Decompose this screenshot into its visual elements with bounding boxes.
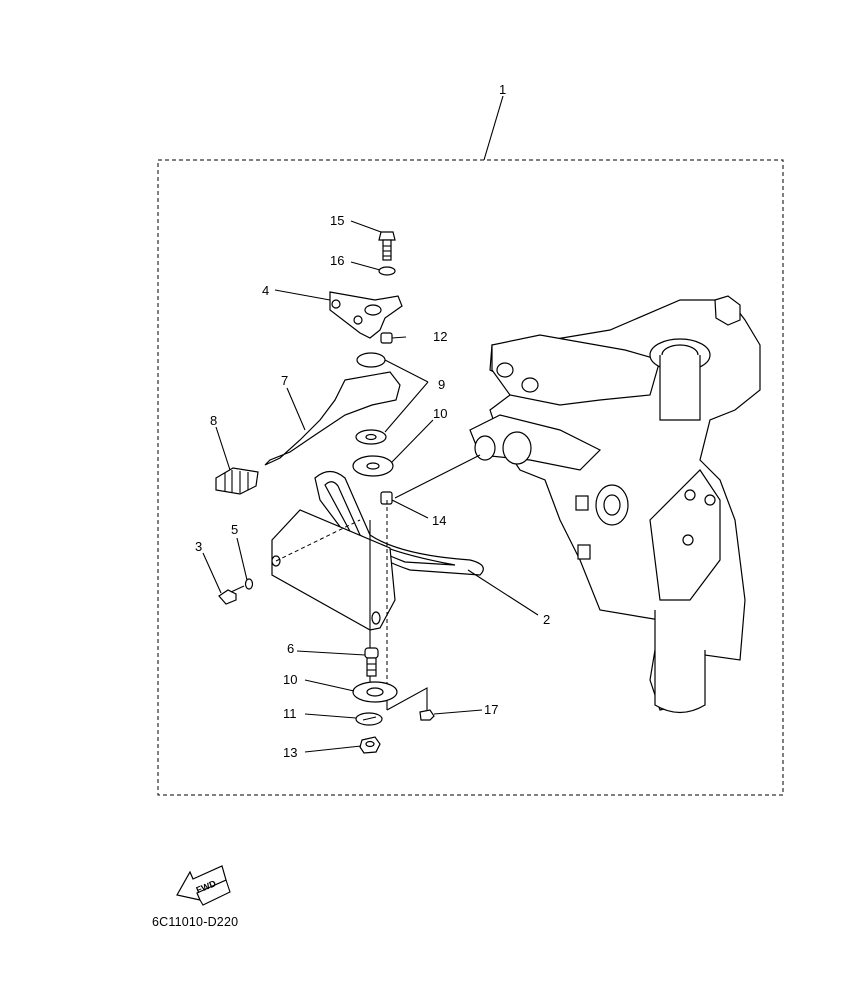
part-5-washer — [244, 578, 254, 590]
callout-16: 16 — [330, 253, 344, 268]
diagram-code: 6C11010-D220 — [152, 915, 239, 929]
part-12-collar — [380, 332, 393, 344]
part-3-screw — [218, 585, 245, 605]
callout-11: 11 — [283, 706, 297, 721]
callout-8: 8 — [210, 413, 217, 428]
part-9-washer-upper — [356, 352, 386, 368]
part-4-bracket — [329, 291, 403, 339]
callout-10-lower: 10 — [283, 672, 297, 687]
callout-6: 6 — [287, 641, 294, 656]
part-8-block — [215, 467, 259, 495]
part-15-bolt — [378, 231, 396, 261]
callout-17: 17 — [484, 702, 498, 717]
part-7-plate — [264, 371, 401, 466]
callout-13: 13 — [283, 745, 297, 760]
callout-1: 1 — [499, 82, 506, 97]
callout-3: 3 — [195, 539, 202, 554]
callout-4: 4 — [262, 283, 269, 298]
callout-2: 2 — [543, 612, 550, 627]
callout-7: 7 — [281, 373, 288, 388]
callout-14: 14 — [432, 513, 446, 528]
fwd-arrow-icon: FWD — [176, 865, 231, 906]
callout-12: 12 — [433, 329, 447, 344]
leader-1 — [483, 95, 504, 161]
part-2-arm-bracket — [271, 470, 484, 631]
callout-10-upper: 10 — [433, 406, 447, 421]
bracket-housing — [394, 295, 761, 714]
callout-9: 9 — [438, 377, 445, 392]
part-16-washer — [378, 266, 396, 276]
part-13-nut — [359, 736, 381, 754]
part-6-bolt — [364, 647, 379, 677]
part-17-nut — [419, 709, 435, 721]
callout-15: 15 — [330, 213, 344, 228]
callout-5: 5 — [231, 522, 238, 537]
leader-lines — [202, 220, 539, 753]
